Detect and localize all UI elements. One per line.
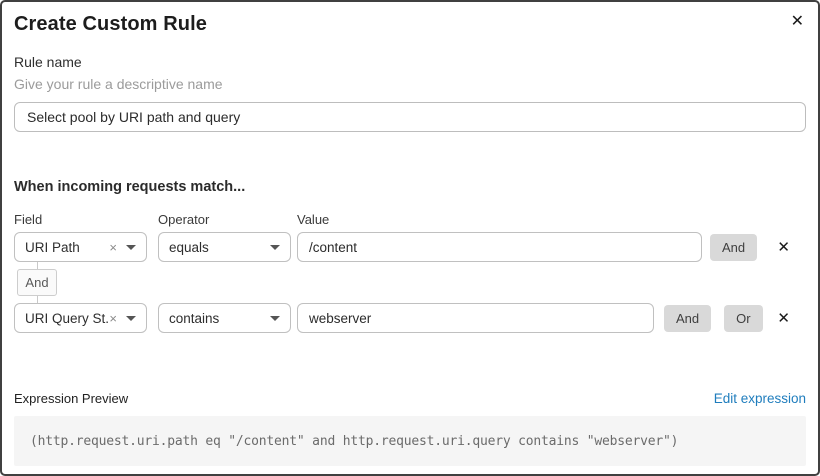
matcher-section: When incoming requests match... Field Op… xyxy=(14,178,806,333)
operator-select-2[interactable]: contains xyxy=(158,303,291,333)
chevron-down-icon xyxy=(270,244,280,250)
operator-column-label: Operator xyxy=(158,212,210,227)
condition-row-1: URI Path × equals And ✕ xyxy=(14,232,806,262)
expression-preview-label: Expression Preview xyxy=(14,391,129,406)
expression-preview-header: Expression Preview Edit expression xyxy=(14,390,806,407)
add-and-condition-button-1[interactable]: And xyxy=(710,233,758,261)
condition-row-2: URI Query St... × contains And Or ✕ xyxy=(14,303,806,333)
expression-code: (http.request.uri.path eq "/content" and… xyxy=(30,433,679,449)
chevron-down-icon xyxy=(126,244,136,250)
remove-condition-icon-2[interactable]: ✕ xyxy=(777,308,790,327)
field-select-2-value: URI Query St... xyxy=(25,310,110,326)
chevron-down-icon xyxy=(126,315,136,321)
value-column-label: Value xyxy=(297,212,330,227)
rule-name-label: Rule name xyxy=(14,54,82,70)
connector-line-bottom xyxy=(36,296,38,303)
field-column-label: Field xyxy=(14,212,43,227)
expression-preview-section: Expression Preview Edit expression (http… xyxy=(14,390,806,466)
clear-icon[interactable]: × xyxy=(109,239,117,255)
field-select-2[interactable]: URI Query St... × xyxy=(14,303,147,333)
operator-select-1[interactable]: equals xyxy=(158,232,291,262)
connector-and-badge: And xyxy=(17,269,57,296)
matcher-column-labels: Field Operator Value xyxy=(14,212,806,228)
close-icon[interactable]: ✕ xyxy=(790,11,804,30)
remove-condition-icon-1[interactable]: ✕ xyxy=(777,237,790,256)
rule-name-section: Rule name Give your rule a descriptive n… xyxy=(14,53,806,132)
dialog-header: Create Custom Rule ✕ xyxy=(14,11,806,37)
operator-select-1-value: equals xyxy=(169,239,209,255)
clear-icon[interactable]: × xyxy=(109,310,117,326)
operator-select-2-value: contains xyxy=(169,310,220,326)
field-select-1-value: URI Path xyxy=(25,239,80,255)
expression-code-block: (http.request.uri.path eq "/content" and… xyxy=(14,416,806,466)
dialog-title: Create Custom Rule xyxy=(14,13,207,35)
edit-expression-link[interactable]: Edit expression xyxy=(713,391,806,406)
field-select-1[interactable]: URI Path × xyxy=(14,232,147,262)
rule-name-helper: Give your rule a descriptive name xyxy=(14,76,223,92)
rule-name-input[interactable] xyxy=(14,102,806,132)
value-input-2[interactable] xyxy=(297,303,654,333)
value-input-1[interactable] xyxy=(297,232,702,262)
add-and-condition-button-2[interactable]: And xyxy=(664,304,712,332)
connector-line-top xyxy=(36,262,38,269)
matcher-heading: When incoming requests match... xyxy=(14,179,246,195)
chevron-down-icon xyxy=(270,315,280,321)
add-or-condition-button-2[interactable]: Or xyxy=(724,304,763,332)
condition-connector: And xyxy=(16,262,58,303)
